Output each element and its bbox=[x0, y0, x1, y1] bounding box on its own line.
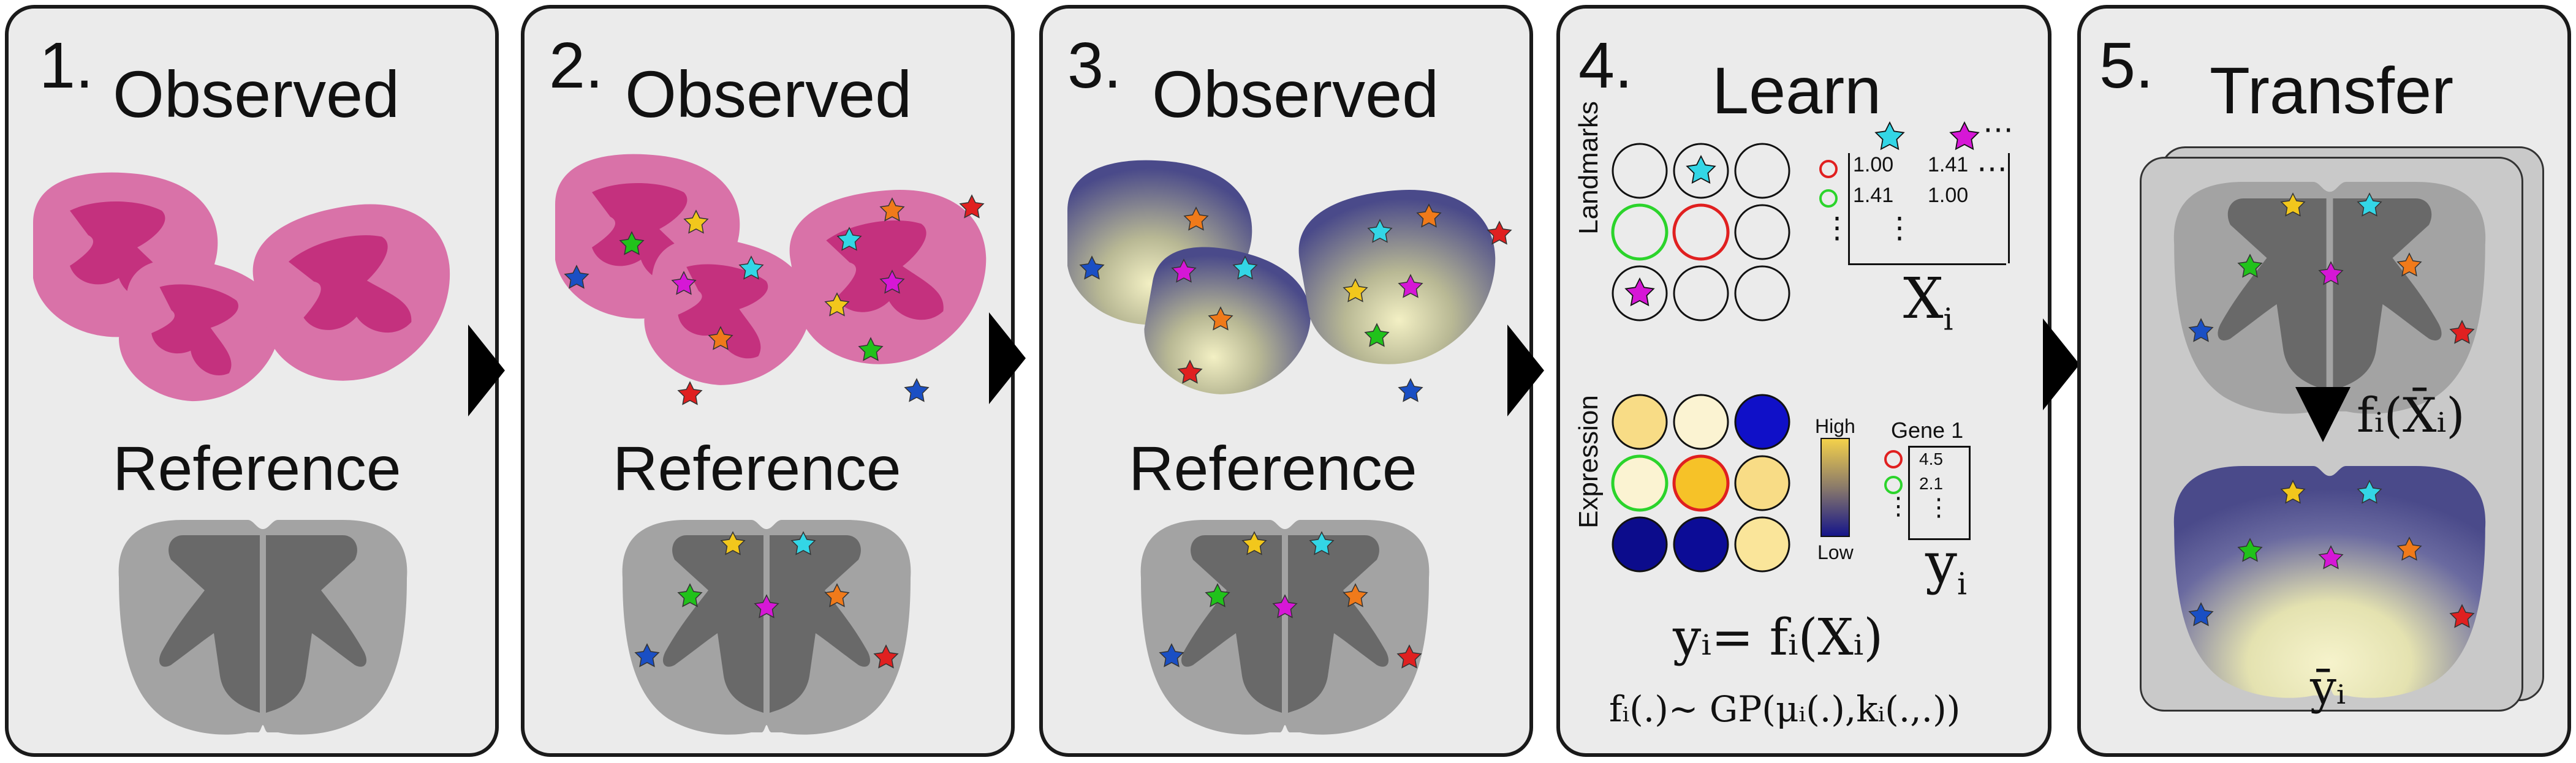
panel-number: 3. bbox=[1067, 29, 1122, 102]
arrow-right-icon bbox=[468, 325, 505, 416]
grid-cell bbox=[1734, 265, 1790, 321]
panel-3: 3. Observed Reference bbox=[1039, 5, 1533, 757]
grid-cell bbox=[1673, 516, 1729, 573]
matrix-vdots: ⋮ bbox=[1885, 212, 1914, 244]
grid-cell bbox=[1672, 454, 1730, 512]
matrix-cell: 1.41 bbox=[1928, 153, 1969, 176]
landmark-grid bbox=[1611, 143, 1790, 321]
panel-1: 1. Observed Reference bbox=[5, 5, 499, 757]
arrow-right-icon bbox=[2043, 318, 2080, 410]
matrix-header-stars bbox=[1875, 122, 1979, 150]
colorbar-high-label: High bbox=[1815, 415, 1855, 437]
reference-label: Reference bbox=[1129, 434, 1417, 503]
grid-cell bbox=[1612, 516, 1668, 573]
arrow-right-icon bbox=[1507, 325, 1544, 416]
matrix-ellipsis: ⋯ bbox=[1977, 151, 2007, 186]
panel-number: 2. bbox=[549, 29, 604, 102]
x-matrix-label: Xi bbox=[1903, 266, 1953, 337]
matrix-ellipsis: ⋯ bbox=[1983, 112, 2013, 146]
reference-tissue bbox=[118, 520, 407, 735]
panel-4: 4. Learn Landmarks ⋯ ⋮ 1.00 1.41 1.41 1.… bbox=[1556, 5, 2051, 757]
colorbar-low-label: Low bbox=[1817, 541, 1854, 563]
gene-row-markers bbox=[1884, 450, 1903, 494]
grid-cell bbox=[1734, 143, 1790, 199]
gene-vdots: ⋮ bbox=[1926, 494, 1951, 521]
grid-cell bbox=[1734, 455, 1790, 511]
arrow-down-icon bbox=[2295, 387, 2351, 442]
matrix-row-markers bbox=[1819, 160, 1838, 208]
landmark-star bbox=[1950, 122, 1979, 150]
panel-title: Learn bbox=[1712, 53, 1882, 127]
colorbar bbox=[1820, 438, 1850, 537]
gp-prior-equation: fᵢ(.)~ GP(μᵢ(.),kᵢ(.,.)) bbox=[1609, 688, 1961, 730]
grid-cell bbox=[1734, 204, 1790, 260]
reference-tissue-landmarks bbox=[622, 520, 911, 735]
panel-number: 5. bbox=[2099, 29, 2154, 102]
reference-tissue-landmarks bbox=[1140, 520, 1430, 735]
grid-cell bbox=[1734, 516, 1790, 573]
matrix-cell: 1.41 bbox=[1853, 184, 1894, 207]
landmark-star bbox=[1398, 378, 1423, 402]
grid-cell bbox=[1612, 394, 1668, 450]
y-vector-label: yi bbox=[1925, 530, 1967, 602]
expression-axis-label: Expression bbox=[1574, 395, 1604, 528]
panel-number: 1. bbox=[39, 29, 94, 102]
grid-cell bbox=[1673, 265, 1729, 321]
matrix-cell: 1.00 bbox=[1853, 153, 1894, 176]
reference-label: Reference bbox=[613, 434, 901, 503]
landmark-star bbox=[678, 382, 702, 405]
panel-title: Observed bbox=[1152, 57, 1439, 131]
gene-row-vdots: ⋮ bbox=[1886, 493, 1911, 520]
gene-value: 2.1 bbox=[1919, 474, 1943, 493]
panel-5: 5. Transfer fᵢ(X̄ᵢ) ȳᵢ bbox=[2077, 5, 2571, 757]
matrix-row-vdots: ⋮ bbox=[1822, 212, 1852, 244]
transfer-output-label: ȳᵢ bbox=[2310, 660, 2346, 715]
landmark-star bbox=[1875, 122, 1904, 150]
reference-label: Reference bbox=[113, 434, 401, 503]
panel-title: Observed bbox=[113, 57, 400, 131]
panel-title: Observed bbox=[625, 57, 912, 131]
grid-cell bbox=[1734, 394, 1790, 450]
transfer-function-label: fᵢ(X̄ᵢ) bbox=[2357, 388, 2465, 443]
grid-cell bbox=[1672, 203, 1730, 261]
gene-vector-box bbox=[1908, 446, 1971, 540]
panel-2: 2. Observed Reference bbox=[521, 5, 1015, 757]
gene-label: Gene 1 bbox=[1891, 418, 1964, 443]
matrix-box bbox=[1848, 153, 2010, 265]
expression-grid bbox=[1611, 394, 1790, 573]
grid-cell bbox=[1673, 394, 1729, 450]
grid-cell bbox=[1611, 203, 1669, 261]
arrow-right-icon bbox=[989, 312, 1026, 404]
landmark-star bbox=[904, 378, 929, 402]
landmarks-axis-label: Landmarks bbox=[1574, 101, 1604, 235]
grid-cell bbox=[1612, 143, 1668, 199]
matrix-cell: 1.00 bbox=[1928, 184, 1969, 207]
panel-number: 4. bbox=[1578, 29, 1633, 102]
model-equation: yᵢ= fᵢ(Xᵢ) bbox=[1673, 609, 1884, 667]
gene-value: 4.5 bbox=[1919, 449, 1943, 468]
panel-title: Transfer bbox=[2210, 53, 2454, 127]
grid-cell bbox=[1611, 454, 1669, 512]
